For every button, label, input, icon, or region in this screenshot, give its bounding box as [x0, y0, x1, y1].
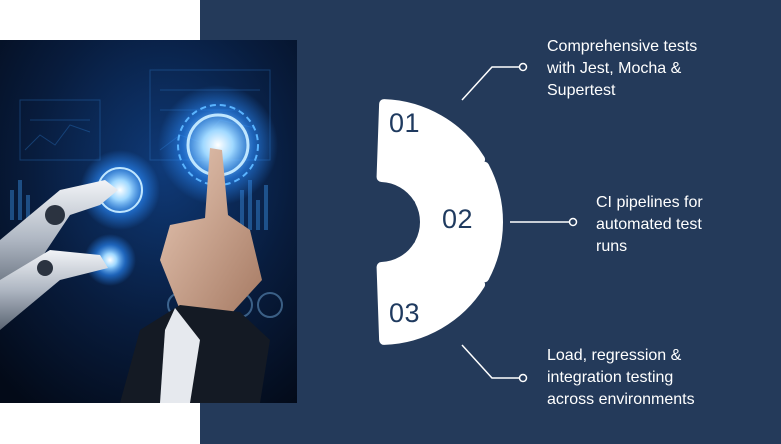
lower-glow	[84, 234, 136, 286]
step-description-03: Load, regression & integration testing a…	[547, 347, 695, 408]
hero-illustration	[0, 40, 297, 403]
connector-dot-3	[518, 373, 528, 383]
step-description-02: CI pipelines for automated test runs	[596, 194, 703, 255]
connector-line-1	[461, 66, 520, 101]
hologram-bars	[10, 180, 268, 230]
step-description-01: Comprehensive tests with Jest, Mocha & S…	[547, 38, 698, 99]
connector-line-3	[461, 344, 520, 379]
connector-dot-1	[518, 62, 528, 72]
touch-glow	[158, 85, 278, 205]
robot-touch-glow	[80, 150, 160, 230]
connector-dot-2	[568, 217, 578, 227]
step-segment-3	[376, 240, 486, 345]
step-number-02: 02	[442, 204, 474, 234]
step-segment-1	[376, 99, 486, 204]
robot-arm	[0, 180, 118, 330]
step-segment-2	[414, 161, 503, 283]
human-hand	[120, 148, 270, 403]
step-number-01: 01	[389, 108, 421, 138]
step-number-03: 03	[389, 298, 421, 328]
robot-human-touch-photo	[0, 40, 297, 403]
